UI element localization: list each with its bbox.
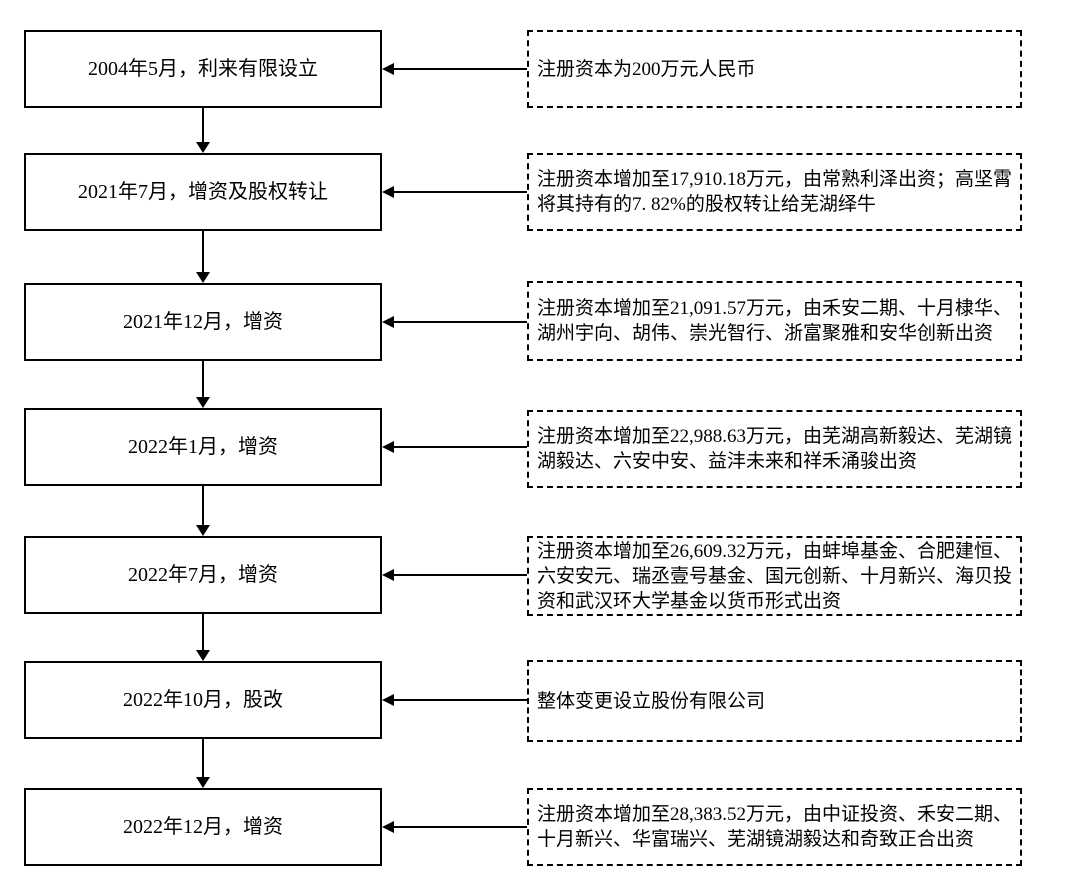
- detail-box-2022-12: 注册资本增加至28,383.52万元，由中证投资、禾安二期、十月新兴、华富瑞兴、…: [527, 788, 1022, 866]
- arrow-shaft: [202, 231, 204, 273]
- detail-text: 注册资本增加至26,609.32万元，由蚌埠基金、合肥建恒、六安安元、瑞丞壹号基…: [537, 540, 1013, 612]
- left-arrow-connector: [382, 185, 527, 199]
- arrow-shaft: [392, 574, 527, 576]
- left-arrowhead-icon: [382, 821, 394, 833]
- detail-text: 注册资本增加至28,383.52万元，由中证投资、禾安二期、十月新兴、华富瑞兴、…: [537, 804, 1013, 850]
- left-arrow-connector: [382, 440, 527, 454]
- left-arrow-connector: [382, 62, 527, 76]
- detail-box-2021-12: 注册资本增加至21,091.57万元，由禾安二期、十月棣华、湖州宇向、胡伟、崇光…: [527, 281, 1022, 361]
- arrow-shaft: [392, 191, 527, 193]
- detail-box-2021-07: 注册资本增加至17,910.18万元，由常熟利泽出资；高坚霄将其持有的7. 82…: [527, 153, 1022, 231]
- down-arrowhead-icon: [196, 272, 210, 283]
- detail-text: 注册资本增加至22,988.63万元，由芜湖高新毅达、芜湖镜湖毅达、六安中安、益…: [537, 426, 1013, 472]
- arrow-shaft: [392, 68, 527, 70]
- event-label: 2022年10月，股改: [123, 689, 283, 711]
- event-box-2022-12: 2022年12月，增资: [24, 788, 382, 866]
- event-label: 2021年7月，增资及股权转让: [78, 181, 328, 203]
- detail-text: 整体变更设立股份有限公司: [537, 690, 766, 712]
- arrow-shaft: [202, 739, 204, 778]
- down-arrowhead-icon: [196, 525, 210, 536]
- detail-text: 注册资本增加至21,091.57万元，由禾安二期、十月棣华、湖州宇向、胡伟、崇光…: [537, 298, 1013, 344]
- down-arrowhead-icon: [196, 777, 210, 788]
- left-arrow-connector: [382, 693, 527, 707]
- down-arrow-connector: [196, 231, 210, 283]
- event-box-2022-10: 2022年10月，股改: [24, 661, 382, 739]
- arrow-shaft: [392, 826, 527, 828]
- left-arrowhead-icon: [382, 186, 394, 198]
- down-arrow-connector: [196, 739, 210, 788]
- arrow-shaft: [202, 108, 204, 143]
- detail-text: 注册资本为200万元人民币: [537, 58, 756, 80]
- arrow-shaft: [202, 361, 204, 398]
- down-arrow-connector: [196, 108, 210, 153]
- arrow-shaft: [392, 446, 527, 448]
- down-arrowhead-icon: [196, 142, 210, 153]
- event-label: 2022年12月，增资: [123, 816, 283, 838]
- event-label: 2004年5月，利来有限设立: [88, 58, 318, 80]
- left-arrow-connector: [382, 315, 527, 329]
- left-arrowhead-icon: [382, 316, 394, 328]
- detail-box-2004-05: 注册资本为200万元人民币: [527, 30, 1022, 108]
- down-arrowhead-icon: [196, 650, 210, 661]
- detail-box-2022-07: 注册资本增加至26,609.32万元，由蚌埠基金、合肥建恒、六安安元、瑞丞壹号基…: [527, 536, 1022, 616]
- down-arrowhead-icon: [196, 397, 210, 408]
- event-label: 2022年1月，增资: [128, 436, 278, 458]
- event-box-2021-12: 2021年12月，增资: [24, 283, 382, 361]
- event-box-2004-05: 2004年5月，利来有限设立: [24, 30, 382, 108]
- down-arrow-connector: [196, 361, 210, 408]
- detail-box-2022-01: 注册资本增加至22,988.63万元，由芜湖高新毅达、芜湖镜湖毅达、六安中安、益…: [527, 410, 1022, 488]
- event-label: 2022年7月，增资: [128, 564, 278, 586]
- event-box-2022-07: 2022年7月，增资: [24, 536, 382, 614]
- detail-text: 注册资本增加至17,910.18万元，由常熟利泽出资；高坚霄将其持有的7. 82…: [537, 169, 1013, 215]
- arrow-shaft: [392, 699, 527, 701]
- left-arrow-connector: [382, 568, 527, 582]
- down-arrow-connector: [196, 486, 210, 536]
- event-box-2021-07: 2021年7月，增资及股权转让: [24, 153, 382, 231]
- left-arrowhead-icon: [382, 441, 394, 453]
- detail-box-2022-10: 整体变更设立股份有限公司: [527, 660, 1022, 742]
- left-arrowhead-icon: [382, 694, 394, 706]
- arrow-shaft: [202, 486, 204, 526]
- left-arrowhead-icon: [382, 569, 394, 581]
- left-arrowhead-icon: [382, 63, 394, 75]
- down-arrow-connector: [196, 614, 210, 661]
- event-label: 2021年12月，增资: [123, 311, 283, 333]
- arrow-shaft: [392, 321, 527, 323]
- arrow-shaft: [202, 614, 204, 651]
- left-arrow-connector: [382, 820, 527, 834]
- event-box-2022-01: 2022年1月，增资: [24, 408, 382, 486]
